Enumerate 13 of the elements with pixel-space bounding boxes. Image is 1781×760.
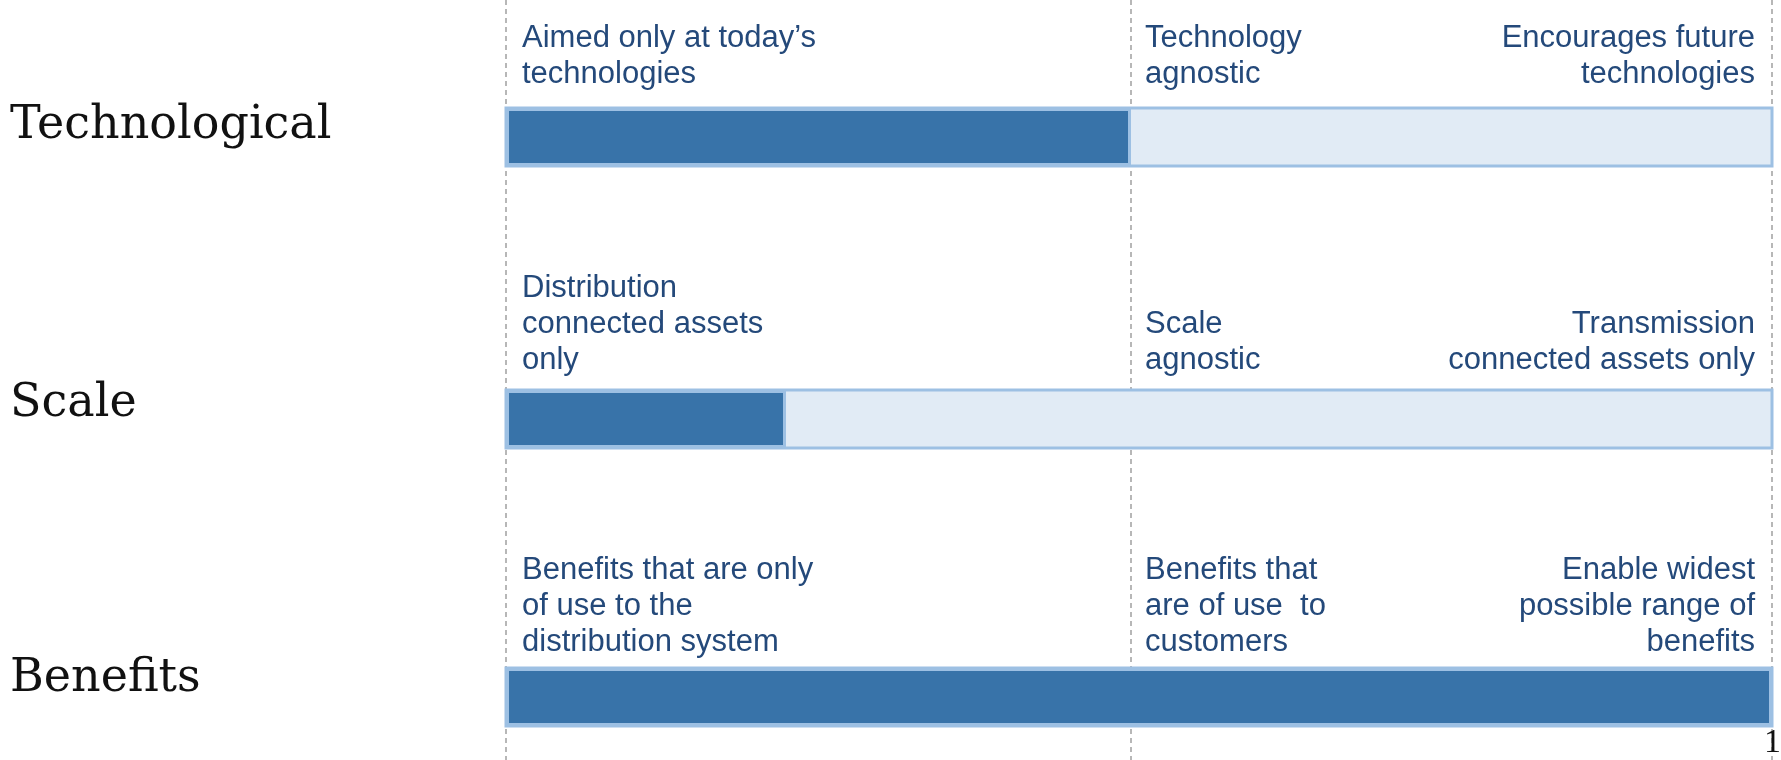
scale-point-text: Distribution connected assets only [522, 269, 765, 377]
row-heading: Technological [10, 95, 332, 149]
row-heading: Benefits [10, 648, 201, 702]
page-number: 1 [1764, 722, 1781, 760]
scale-point-text: Technology agnostic [1145, 19, 1303, 91]
scale-point-text: Transmission connected assets only [1447, 305, 1755, 377]
row-heading: Scale [10, 373, 137, 427]
scale-point-text: Benefits that are of use to customers [1145, 551, 1327, 659]
scale-point-text: Enable widest possible range of benefits [1517, 551, 1755, 659]
scale-point-text: Encourages future technologies [1500, 19, 1755, 91]
scale-point-text: Benefits that are only of use to the distribution system [522, 551, 815, 659]
scale-point-text: Aimed only at today’s technologies [522, 19, 818, 91]
scale-point-text: Scale agnostic [1145, 305, 1262, 377]
